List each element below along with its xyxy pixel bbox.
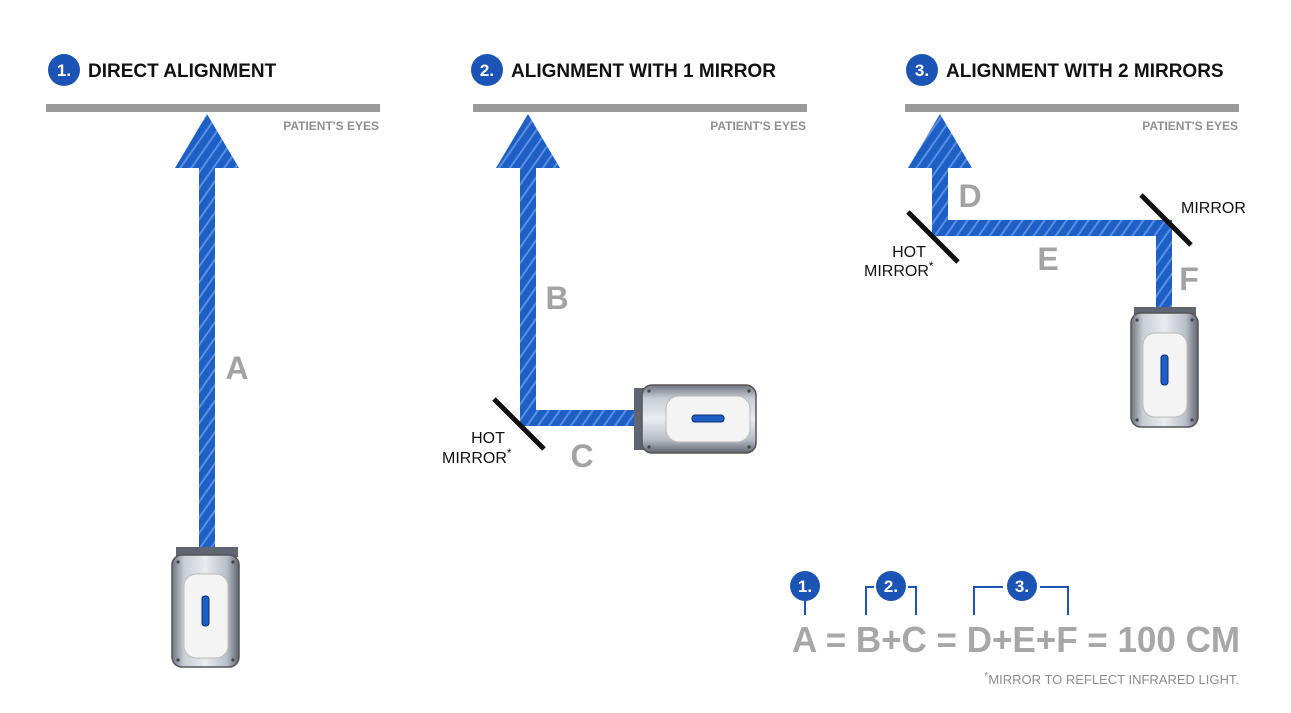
- segment-label-b: B: [545, 280, 568, 316]
- badge-number: 2.: [480, 61, 494, 80]
- hot-mirror-label-line1: HOT: [471, 430, 505, 447]
- hot-mirror-label-line2: MIRROR*: [442, 446, 512, 467]
- segment-label-a: A: [225, 350, 248, 386]
- panel-3-badge: 3.: [906, 54, 938, 86]
- formula-badge-2: [876, 571, 906, 601]
- panel-3: 3. ALIGNMENT WITH 2 MIRRORS PATIENT'S EY…: [864, 54, 1246, 428]
- bracket-2-right: [908, 586, 917, 615]
- tracking-device: [1130, 307, 1199, 428]
- tracking-device: [634, 384, 757, 454]
- panel-2-badge: 2.: [471, 54, 503, 86]
- light-beam: [199, 166, 215, 552]
- footnote: *MIRROR TO REFLECT INFRARED LIGHT.: [984, 671, 1239, 687]
- patients-eyes-bar: [46, 104, 380, 112]
- hot-mirror: [906, 210, 960, 264]
- patients-eyes-bar: [473, 104, 807, 112]
- badge-number: 3.: [915, 61, 929, 80]
- mirror-label: MIRROR: [1181, 200, 1246, 217]
- badge-circle: [906, 54, 938, 86]
- arrow-head-icon: [175, 114, 239, 168]
- hot-mirror-label-line1: HOT: [892, 244, 926, 261]
- formula-text: A = B+C = D+E+F = 100 CM: [792, 619, 1240, 660]
- device-lens-cap: [1134, 307, 1196, 317]
- bracket-3-right: [1040, 586, 1069, 615]
- device-indicator-icon: [691, 414, 725, 423]
- bracket-2-left: [865, 586, 874, 615]
- patients-eyes-label: PATIENT'S EYES: [1142, 119, 1238, 133]
- segment-label-c: C: [570, 438, 593, 474]
- light-beam-d: [932, 166, 948, 236]
- device-lens-cap: [176, 547, 238, 557]
- mirror: [1139, 193, 1193, 247]
- panel-1-badge: 1.: [48, 54, 80, 86]
- segment-label-f: F: [1179, 261, 1199, 297]
- panel-1-title: DIRECT ALIGNMENT: [88, 61, 277, 82]
- badge-circle: [48, 54, 80, 86]
- panel-2-title: ALIGNMENT WITH 1 MIRROR: [511, 61, 776, 82]
- patients-eyes-bar: [905, 104, 1239, 112]
- tracking-device: [171, 547, 240, 668]
- badge-circle: [471, 54, 503, 86]
- formula-badge-2-number: 2.: [884, 577, 898, 596]
- formula-block: 1. 2. 3. A = B+C = D+E+F = 100 CM: [790, 571, 1240, 660]
- patients-eyes-label: PATIENT'S EYES: [283, 119, 379, 133]
- panel-1: 1. DIRECT ALIGNMENT PATIENT'S EYES A: [46, 54, 380, 668]
- segment-label-d: D: [958, 178, 981, 214]
- hot-mirror-label-line2: MIRROR*: [864, 259, 934, 280]
- formula-badge-3: [1007, 571, 1037, 601]
- arrow-head-icon: [496, 114, 560, 168]
- light-beam-e: [932, 220, 1172, 236]
- patients-eyes-label: PATIENT'S EYES: [710, 119, 806, 133]
- device-indicator-icon: [201, 595, 210, 627]
- device-lens-cap: [634, 388, 644, 450]
- arrow-head-icon: [908, 114, 972, 168]
- light-beam-f: [1156, 220, 1172, 312]
- bracket-3-left: [973, 586, 1003, 615]
- formula-badge-3-number: 3.: [1015, 577, 1029, 596]
- light-beam-vertical: [520, 166, 536, 426]
- formula-badge-1: [790, 571, 820, 601]
- hot-mirror: [492, 397, 546, 451]
- light-beam-horizontal: [520, 410, 646, 426]
- panel-2: 2. ALIGNMENT WITH 1 MIRROR PATIENT'S EYE…: [442, 54, 807, 474]
- formula-badge-1-number: 1.: [798, 577, 812, 596]
- badge-number: 1.: [57, 61, 71, 80]
- panel-3-title: ALIGNMENT WITH 2 MIRRORS: [946, 61, 1224, 82]
- segment-label-e: E: [1037, 241, 1058, 277]
- device-indicator-icon: [1160, 354, 1169, 386]
